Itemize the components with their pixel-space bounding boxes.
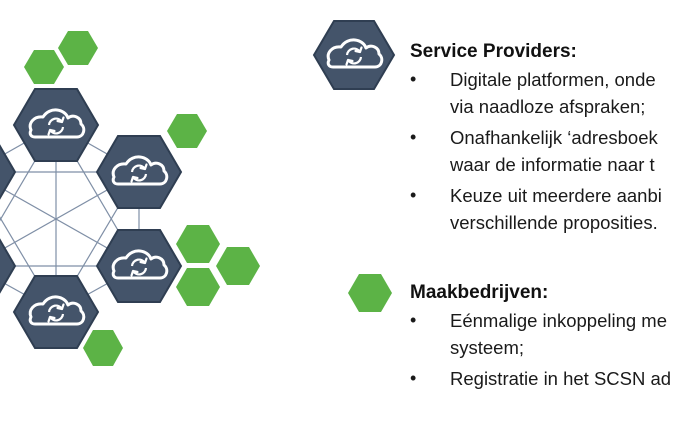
list-item: Registratie in het SCSN ad (410, 365, 671, 392)
green-hexagon-icon (216, 247, 260, 285)
manufacturers-heading: Maakbedrijven: (410, 282, 549, 303)
green-hexagon-icon (176, 225, 220, 263)
legend-service-provider-icon (312, 20, 396, 90)
cloud-node-bottom (12, 275, 100, 349)
green-hexagon-icon (83, 330, 123, 366)
green-hexagon-icon (24, 50, 64, 84)
list-item: Eénmalige inkoppeling me systeem; (410, 307, 671, 361)
cloud-node-upper-left (0, 144, 17, 200)
list-item: Keuze uit meerdere aanbi verschillende p… (410, 182, 662, 236)
cloud-node-lower-left (0, 238, 17, 294)
cloud-node-upper-right (95, 135, 183, 209)
list-item: Onafhankelijk ‘adresboek waar de informa… (410, 124, 662, 178)
green-hexagon-icon (58, 31, 98, 65)
list-item: Digitale platformen, onde via naadloze a… (410, 66, 662, 120)
legend-manufacturer-icon (348, 274, 392, 312)
cloud-node-top (12, 88, 100, 162)
manufacturers-list: Eénmalige inkoppeling me systeem; Regist… (410, 307, 671, 396)
service-providers-list: Digitale platformen, onde via naadloze a… (410, 66, 662, 240)
green-hexagon-icon (176, 268, 220, 306)
green-hexagon-icon (167, 114, 207, 148)
cloud-node-lower-right (95, 229, 183, 303)
service-providers-heading: Service Providers: (410, 41, 577, 62)
